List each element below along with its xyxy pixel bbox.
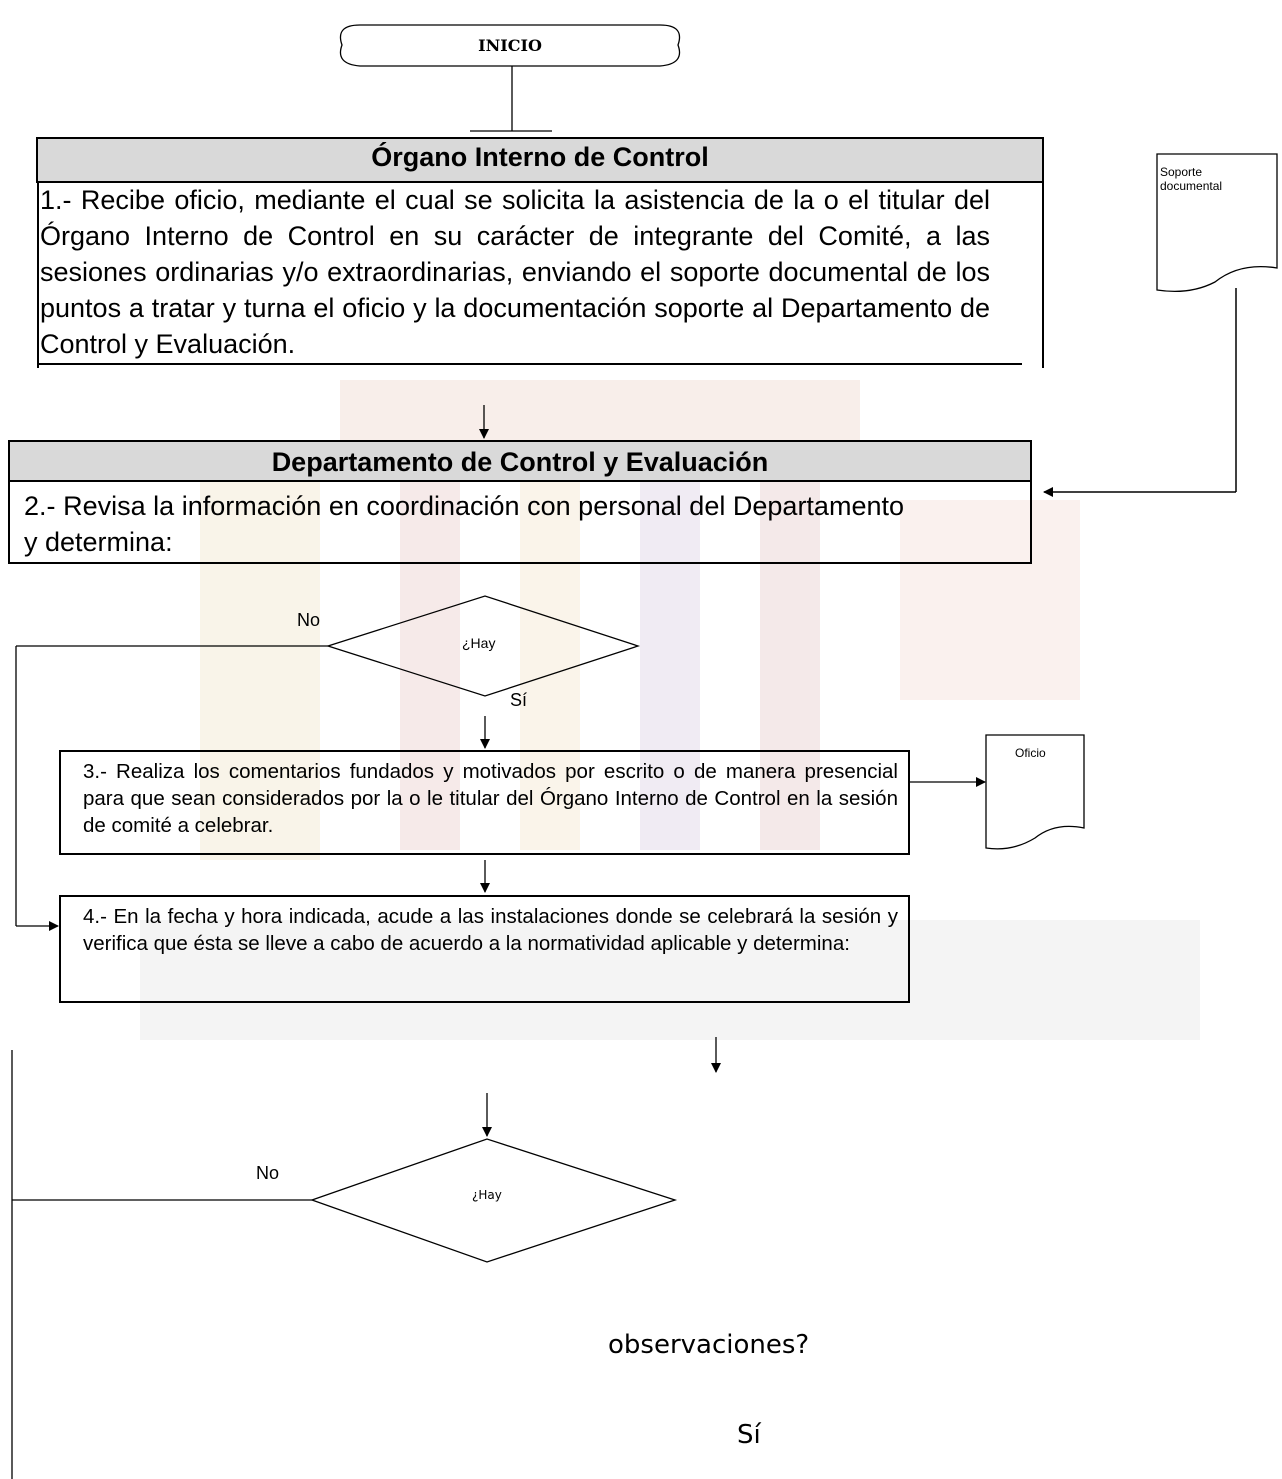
- decision1-label: ¿Hay: [462, 635, 496, 651]
- step4-box: 4.- En la fecha y hora indicada, acude a…: [59, 895, 910, 1003]
- doc-support-label: Soporte documental: [1160, 165, 1223, 193]
- oic-header-label: Órgano Interno de Control: [371, 142, 709, 172]
- oic-header: Órgano Interno de Control: [36, 137, 1044, 183]
- decision2-no-label: No: [256, 1163, 280, 1183]
- start-label: INICIO: [478, 36, 542, 55]
- start-terminator-shape: [339, 24, 681, 67]
- dce-header: Departamento de Control y Evaluación: [8, 440, 1032, 482]
- step3-box: 3.- Realiza los comentarios fundados y m…: [59, 750, 910, 855]
- step4-text: 4.- En la fecha y hora indicada, acude a…: [83, 905, 898, 955]
- doc-oficio-label: Oficio: [1015, 746, 1046, 760]
- decision2-continuation: observaciones?: [608, 1330, 810, 1360]
- start-terminator: INICIO: [342, 25, 678, 66]
- step1-text: 1.- Recibe oficio, mediante el cual se s…: [40, 185, 990, 359]
- decision1-diamond: [325, 595, 641, 697]
- dce-header-label: Departamento de Control y Evaluación: [271, 447, 769, 477]
- decision2-label: ¿Hay: [472, 1188, 502, 1202]
- step2-text: 2.- Revisa la información en coordinació…: [24, 491, 904, 557]
- step3-text: 3.- Realiza los comentarios fundados y m…: [83, 760, 898, 837]
- decision1-no-label: No: [297, 610, 321, 630]
- decision2-yes-label: Sí: [737, 1420, 761, 1450]
- doc-oficio-shape: [985, 734, 1085, 850]
- dce-body-box: [8, 480, 1032, 564]
- doc-support-shape: [1156, 153, 1278, 293]
- decision2-diamond: [310, 1138, 678, 1263]
- decision1-yes-label: Sí: [510, 690, 528, 710]
